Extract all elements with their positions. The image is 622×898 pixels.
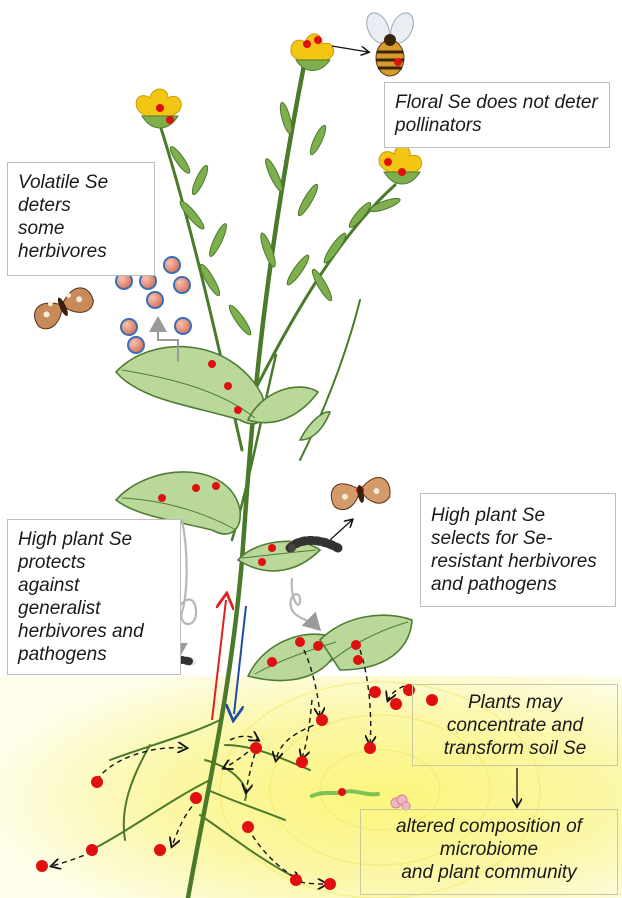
selects-callout: High plant Se selects for Se- resistant … [420,493,616,607]
callout-line: transform soil Se [417,737,613,760]
callout-line: pollinators [395,114,599,137]
caterpillar-to-moth-arrow [330,520,352,540]
upper-leaflets [168,102,402,338]
callout-line: Volatile Se [18,171,144,194]
callout-line: and plant community [365,861,613,884]
leaf-small [300,412,330,440]
leaf-mid-right [238,541,320,571]
callout-line: resistant herbivores [431,550,605,573]
callout-line: microbiome [365,838,613,861]
callout-line: deters [18,194,144,217]
callout-line: and pathogens [431,573,605,596]
callout-line: Floral Se does not deter [395,91,599,114]
callout-line: pathogens [18,643,170,666]
callout-line: concentrate and [417,714,613,737]
floral-se-callout: Floral Se does not deter pollinators [384,82,610,148]
callout-line: High plant Se [431,504,605,527]
callout-line: Plants may [417,691,613,714]
flower-top [291,34,334,71]
callout-line: herbivores [18,240,144,263]
callout-line: selects for Se- [431,527,605,550]
callout-line: generalist [18,597,170,620]
bee-icon [362,9,418,76]
soil-se-callout: Plants may concentrate and transform soi… [412,684,618,766]
volatile-se-callout: Volatile Se deters some herbivores [7,162,155,276]
callout-line: against [18,574,170,597]
community-callout: altered composition of microbiome and pl… [360,809,618,895]
flower-to-bee-arrow [332,46,368,52]
callout-line: herbivores and [18,620,170,643]
moth-icon [30,284,96,332]
moth-icon [329,476,392,512]
callout-line: some [18,217,144,240]
callout-line: High plant Se [18,528,170,551]
protects-callout: High plant Se protects against generalis… [7,519,181,675]
callout-line: altered composition of [365,815,613,838]
callout-line: protects [18,551,170,574]
